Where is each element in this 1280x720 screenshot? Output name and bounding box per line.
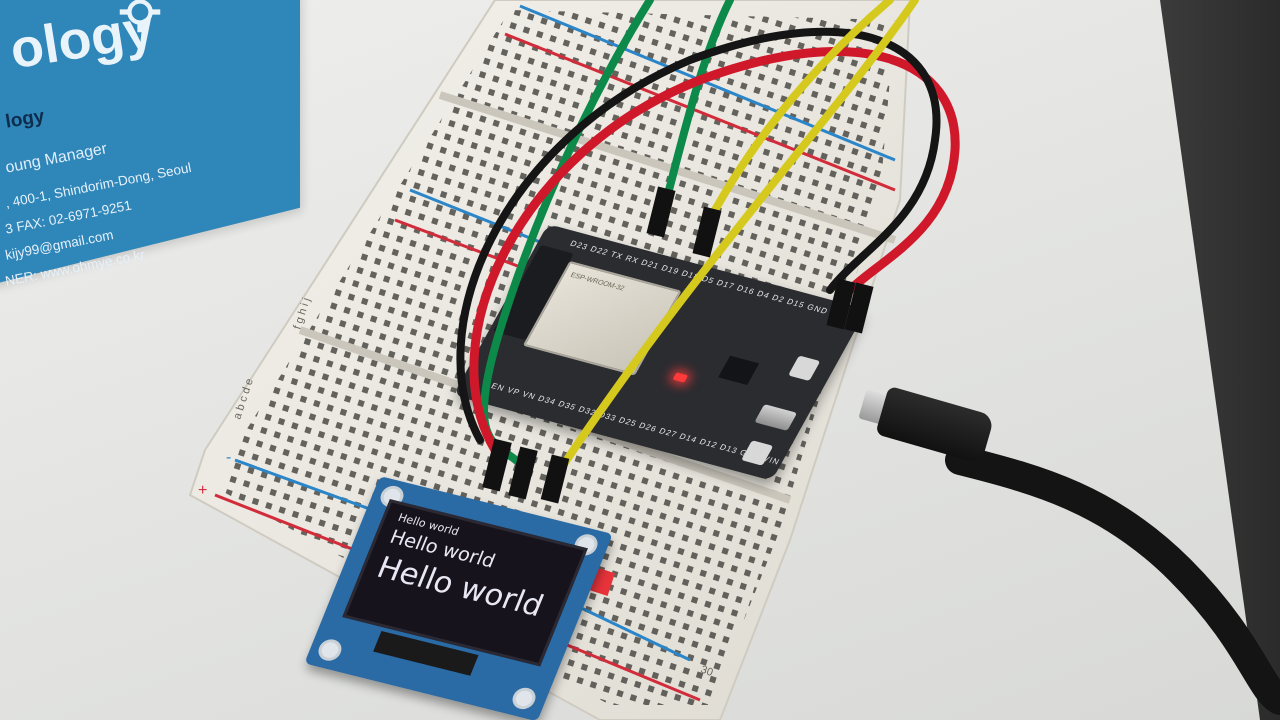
rail-plus-label: + (198, 482, 207, 499)
rail-minus-label: - (226, 449, 231, 466)
mount-hole (315, 637, 345, 664)
gear-icon (119, 0, 161, 33)
yellow-wire-2 (556, 0, 919, 474)
green-wire-2 (661, 0, 734, 209)
column-number-30: 30 (699, 664, 715, 679)
red-wire (469, 47, 960, 455)
black-wire (456, 27, 941, 444)
yellow-wire-1 (711, 0, 894, 214)
mount-hole (509, 685, 539, 712)
